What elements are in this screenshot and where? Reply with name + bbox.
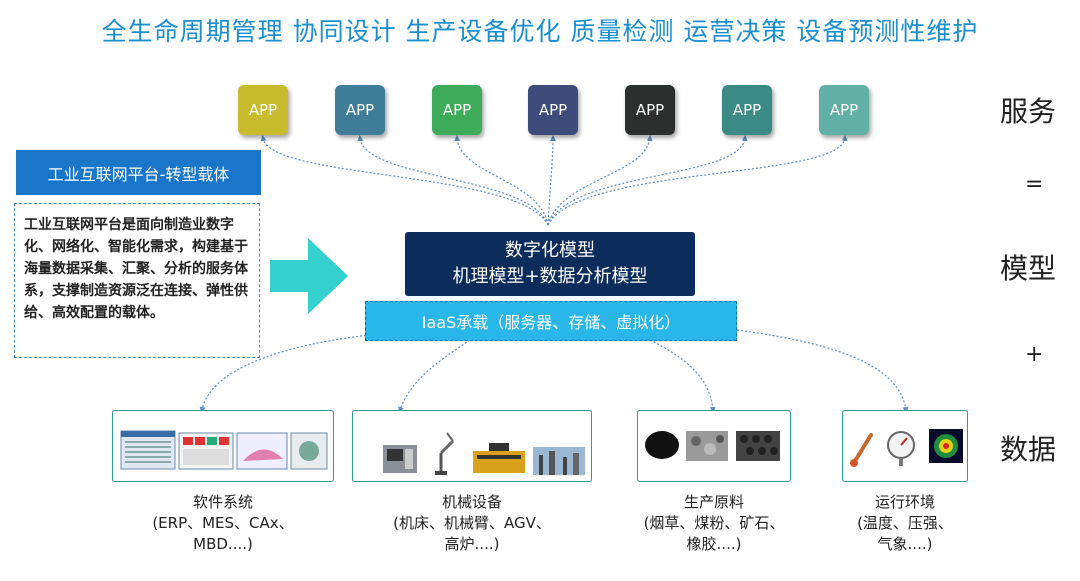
environment-box [842, 410, 968, 482]
app-tile-2[interactable]: APP [335, 85, 385, 135]
side-plus: + [1025, 342, 1044, 367]
software-caption: 软件系统 (ERP、MES、CAx、 MBD....) [112, 492, 334, 555]
environment-caption: 运行环境 (温度、压强、 气象....) [822, 492, 988, 555]
raw-materials-detail-2: 橡胶....) [686, 535, 742, 553]
raw-materials-box [637, 410, 791, 482]
app-tile-5[interactable]: APP [625, 85, 675, 135]
environment-detail-2: 气象....) [877, 535, 933, 553]
right-arrow-icon [270, 238, 348, 314]
software-detail-1: (ERP、MES、CAx、 [152, 514, 294, 532]
platform-title: 工业互联网平台-转型载体 [16, 150, 261, 195]
machinery-title: 机械设备 [441, 493, 502, 511]
machinery-illustration [383, 432, 585, 475]
software-title: 软件系统 [192, 493, 253, 511]
side-label-model: 模型 [1000, 252, 1057, 285]
platform-description: 工业互联网平台是面向制造业数字化、网络化、智能化需求，构建基于海量数据采集、汇聚… [14, 203, 260, 358]
machinery-box [352, 410, 592, 482]
software-screens-illustration [120, 430, 328, 470]
app-tile-7[interactable]: APP [819, 85, 869, 135]
digital-model-box: 数字化模型 机理模型+数据分析模型 [405, 232, 695, 296]
environment-title: 运行环境 [874, 493, 935, 511]
raw-materials-illustration [645, 431, 780, 461]
environment-detail-1: (温度、压强、 [857, 514, 953, 532]
machinery-detail-1: (机床、机械臂、AGV、 [393, 514, 551, 532]
app-tile-4[interactable]: APP [528, 85, 578, 135]
side-label-data: 数据 [1000, 433, 1057, 466]
machinery-detail-2: 高炉....) [444, 535, 500, 553]
software-systems-box [112, 410, 334, 482]
capabilities-banner: 全生命周期管理 协同设计 生产设备优化 质量检测 运营决策 设备预测性维护 [101, 17, 979, 46]
side-label-services: 服务 [1000, 95, 1057, 128]
side-equals: = [1025, 172, 1044, 197]
software-detail-2: MBD....) [193, 535, 253, 553]
machinery-caption: 机械设备 (机床、机械臂、AGV、 高炉....) [352, 492, 592, 555]
iaas-box: IaaS承载（服务器、存储、虚拟化） [365, 301, 737, 341]
environment-illustration [850, 429, 963, 467]
model-line-1: 数字化模型 [505, 240, 595, 261]
model-line-2: 机理模型+数据分析模型 [452, 266, 648, 287]
raw-materials-title: 生产原料 [683, 493, 744, 511]
app-tile-3[interactable]: APP [432, 85, 482, 135]
raw-materials-caption: 生产原料 (烟草、煤粉、矿石、 橡胶....) [617, 492, 811, 555]
app-tile-6[interactable]: APP [722, 85, 772, 135]
app-tile-1[interactable]: APP [238, 85, 288, 135]
raw-materials-detail-1: (烟草、煤粉、矿石、 [643, 514, 785, 532]
